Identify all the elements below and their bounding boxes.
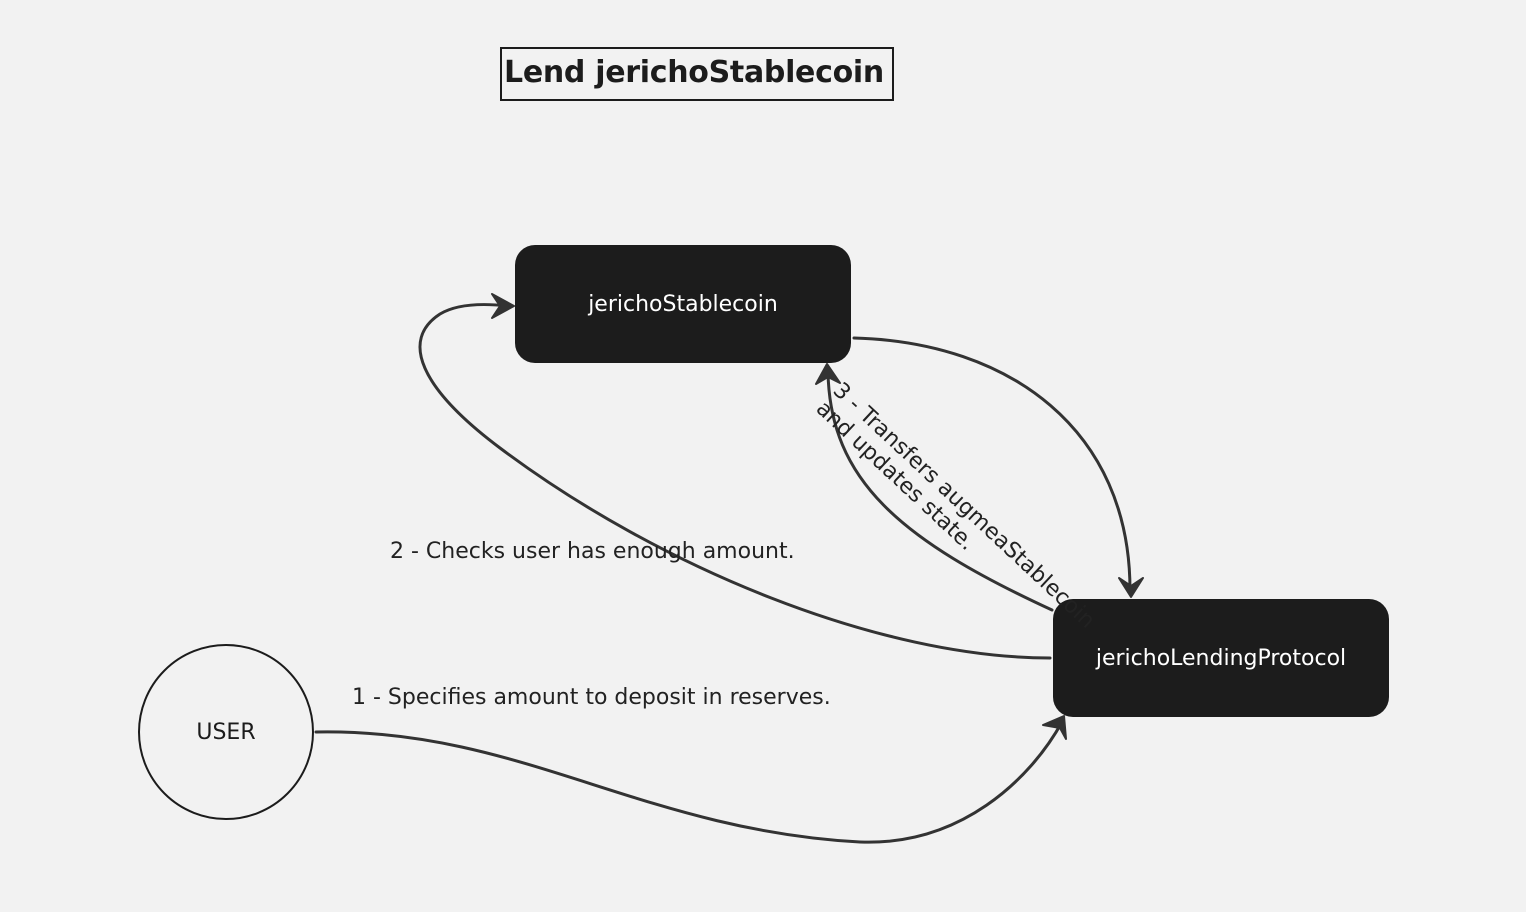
arrowhead-transfer (815, 363, 841, 385)
node-jericho-lending-protocol: jerichoLendingProtocol (1053, 599, 1389, 717)
node-jericho-stablecoin-label: jerichoStablecoin (588, 291, 778, 317)
edge-lending-to-stablecoin-transfer (826, 370, 1054, 612)
diagram-title-box: Lend jerichoStablecoin (500, 47, 894, 101)
node-jericho-lending-protocol-label: jerichoLendingProtocol (1095, 645, 1347, 671)
arrowhead-user-to-lending (1042, 715, 1067, 740)
edge-user-to-lending (314, 720, 1064, 844)
edge-label-step2: 2 - Checks user has enough amount. (390, 539, 795, 564)
node-user: USER (138, 644, 314, 820)
diagram-title: Lend jerichoStablecoin (504, 55, 884, 90)
edge-stablecoin-to-lending (852, 336, 1132, 592)
edge-lending-to-stablecoin-check (418, 303, 1052, 660)
node-user-label: USER (196, 719, 256, 745)
arrowhead-stablecoin-to-lending (1118, 577, 1144, 598)
edge-label-step1: 1 - Specifies amount to deposit in reser… (352, 685, 831, 710)
arrowhead-check (491, 293, 515, 319)
node-jericho-stablecoin: jerichoStablecoin (515, 245, 851, 363)
